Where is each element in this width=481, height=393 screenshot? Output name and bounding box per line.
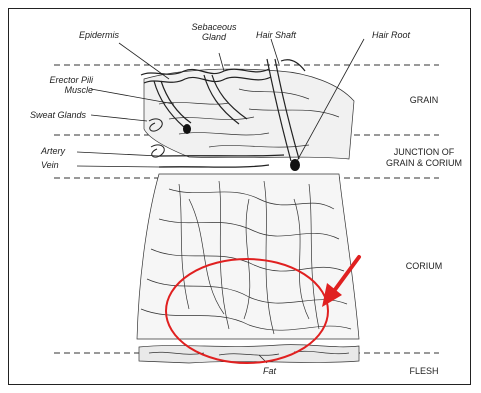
vein-path [159,165,269,167]
label-erector-pili-muscle: Erector Pili Muscle [39,75,93,95]
label-erector-line1: Erector Pili [39,75,93,85]
label-artery: Artery [41,146,65,156]
hair-root-bulb [290,159,300,171]
flesh-layer [139,345,359,363]
zone-corium: CORIUM [389,261,459,272]
label-erector-line2: Muscle [39,85,93,95]
zone-flesh: FLESH [389,366,459,377]
zone-junction-line1: JUNCTION OF [381,147,467,158]
zone-junction: JUNCTION OF GRAIN & CORIUM [381,147,467,169]
skin-cross-section-figure: Epidermis Sebaceous Gland Hair Shaft Hai… [8,8,471,385]
label-hair-root: Hair Root [372,30,410,40]
label-epidermis: Epidermis [79,30,119,40]
label-sebaceous-line1: Sebaceous [184,22,244,32]
label-sebaceous-gland: Sebaceous Gland [184,22,244,42]
zone-grain: GRAIN [389,95,459,106]
corium-layer [137,174,359,339]
zone-junction-line2: GRAIN & CORIUM [381,158,467,169]
skin-diagram-svg [9,9,472,386]
follicle-bulb-left [183,124,191,134]
label-fat: Fat [263,366,276,376]
label-vein: Vein [41,160,59,170]
label-hair-shaft: Hair Shaft [256,30,296,40]
label-sebaceous-line2: Gland [184,32,244,42]
label-sweat-glands: Sweat Glands [30,110,86,120]
